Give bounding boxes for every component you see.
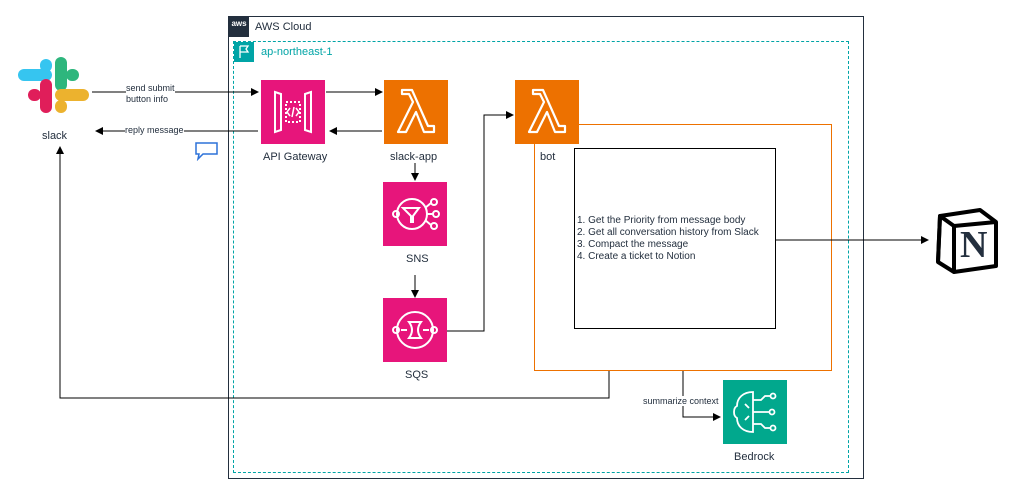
slack-node[interactable]: slack <box>14 54 94 144</box>
edge-label-send-submit: send submit button info <box>126 83 175 105</box>
sns-label: SNS <box>406 253 429 265</box>
sns-node[interactable] <box>383 182 447 246</box>
task-item: 4. Create a ticket to Notion <box>577 251 696 262</box>
slack-logo-icon <box>18 57 89 113</box>
task-item: 3. Compact the message <box>577 239 689 250</box>
sqs-icon <box>392 311 438 349</box>
task-item: 2. Get all conversation history from Sla… <box>577 227 759 238</box>
edge-bot-to-slack <box>56 146 610 399</box>
api-gateway-icon <box>274 90 312 134</box>
sns-icon <box>392 198 440 230</box>
sqs-node[interactable] <box>383 298 447 362</box>
lambda-icon <box>396 88 436 134</box>
edge-label-line: button info <box>126 94 169 104</box>
bot-label: bot <box>540 151 556 163</box>
edge-bot-to-bedrock <box>682 371 721 421</box>
bot-lambda-node[interactable] <box>515 80 579 144</box>
slack-app-lambda-node[interactable] <box>384 80 448 144</box>
api-gateway-node[interactable] <box>261 80 325 144</box>
bedrock-node[interactable] <box>723 380 787 444</box>
aws-cloud-title: AWS Cloud <box>255 21 312 33</box>
edge-label-reply: reply message <box>125 125 184 135</box>
region-name: ap-northeast-1 <box>261 46 333 58</box>
task-item: 1. Get the Priority from message body <box>577 215 746 226</box>
sqs-label: SQS <box>405 369 429 381</box>
edge-label-line: send submit <box>126 83 175 93</box>
api-gateway-label: API Gateway <box>263 151 328 163</box>
aws-logo-icon: aws <box>229 17 249 37</box>
region-group: ap-northeast-1 <box>233 41 849 473</box>
bedrock-brain-icon <box>733 391 777 433</box>
task-box: 1. Get the Priority from message body 2.… <box>574 148 776 329</box>
chat-bubble-icon <box>195 142 218 161</box>
edge-sqs-to-bot <box>447 111 514 332</box>
edge-label-summarize: summarize context <box>643 396 719 406</box>
notion-node[interactable]: N <box>932 206 1002 276</box>
region-flag-icon <box>234 42 254 62</box>
bedrock-label: Bedrock <box>734 451 775 463</box>
slack-label: slack <box>42 130 68 142</box>
task-list: 1. Get the Priority from message body 2.… <box>577 215 759 263</box>
aws-cloud-group: aws AWS Cloud <box>228 16 864 479</box>
bot-group-box <box>534 124 832 371</box>
slack-app-label: slack-app <box>390 151 438 163</box>
notion-logo-icon <box>936 208 998 274</box>
notion-logo-letter: N <box>960 224 988 266</box>
lambda-icon <box>527 88 567 134</box>
